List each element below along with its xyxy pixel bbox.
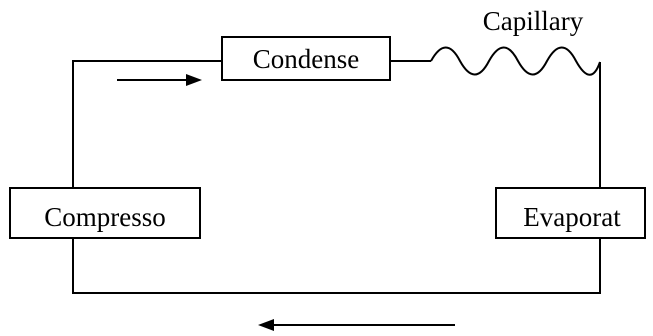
condenser-box: [221, 36, 391, 81]
evaporator-label: Evaporat: [523, 202, 621, 232]
compressor-box: [9, 187, 201, 239]
evaporator-box: [495, 187, 646, 239]
pipe-lines: [72, 46, 601, 294]
capillary-tube-coil: [430, 46, 601, 76]
condenser-label: Condense: [253, 44, 360, 74]
compressor-label: Compresso: [44, 202, 166, 232]
pipe-compressor-to-condenser: [72, 60, 222, 188]
flow-arrow-right: [117, 74, 202, 86]
capillary-label: Capillary: [483, 6, 584, 36]
flow-arrow-left: [258, 319, 455, 331]
pipe-evaporator-to-compressor: [72, 238, 601, 294]
